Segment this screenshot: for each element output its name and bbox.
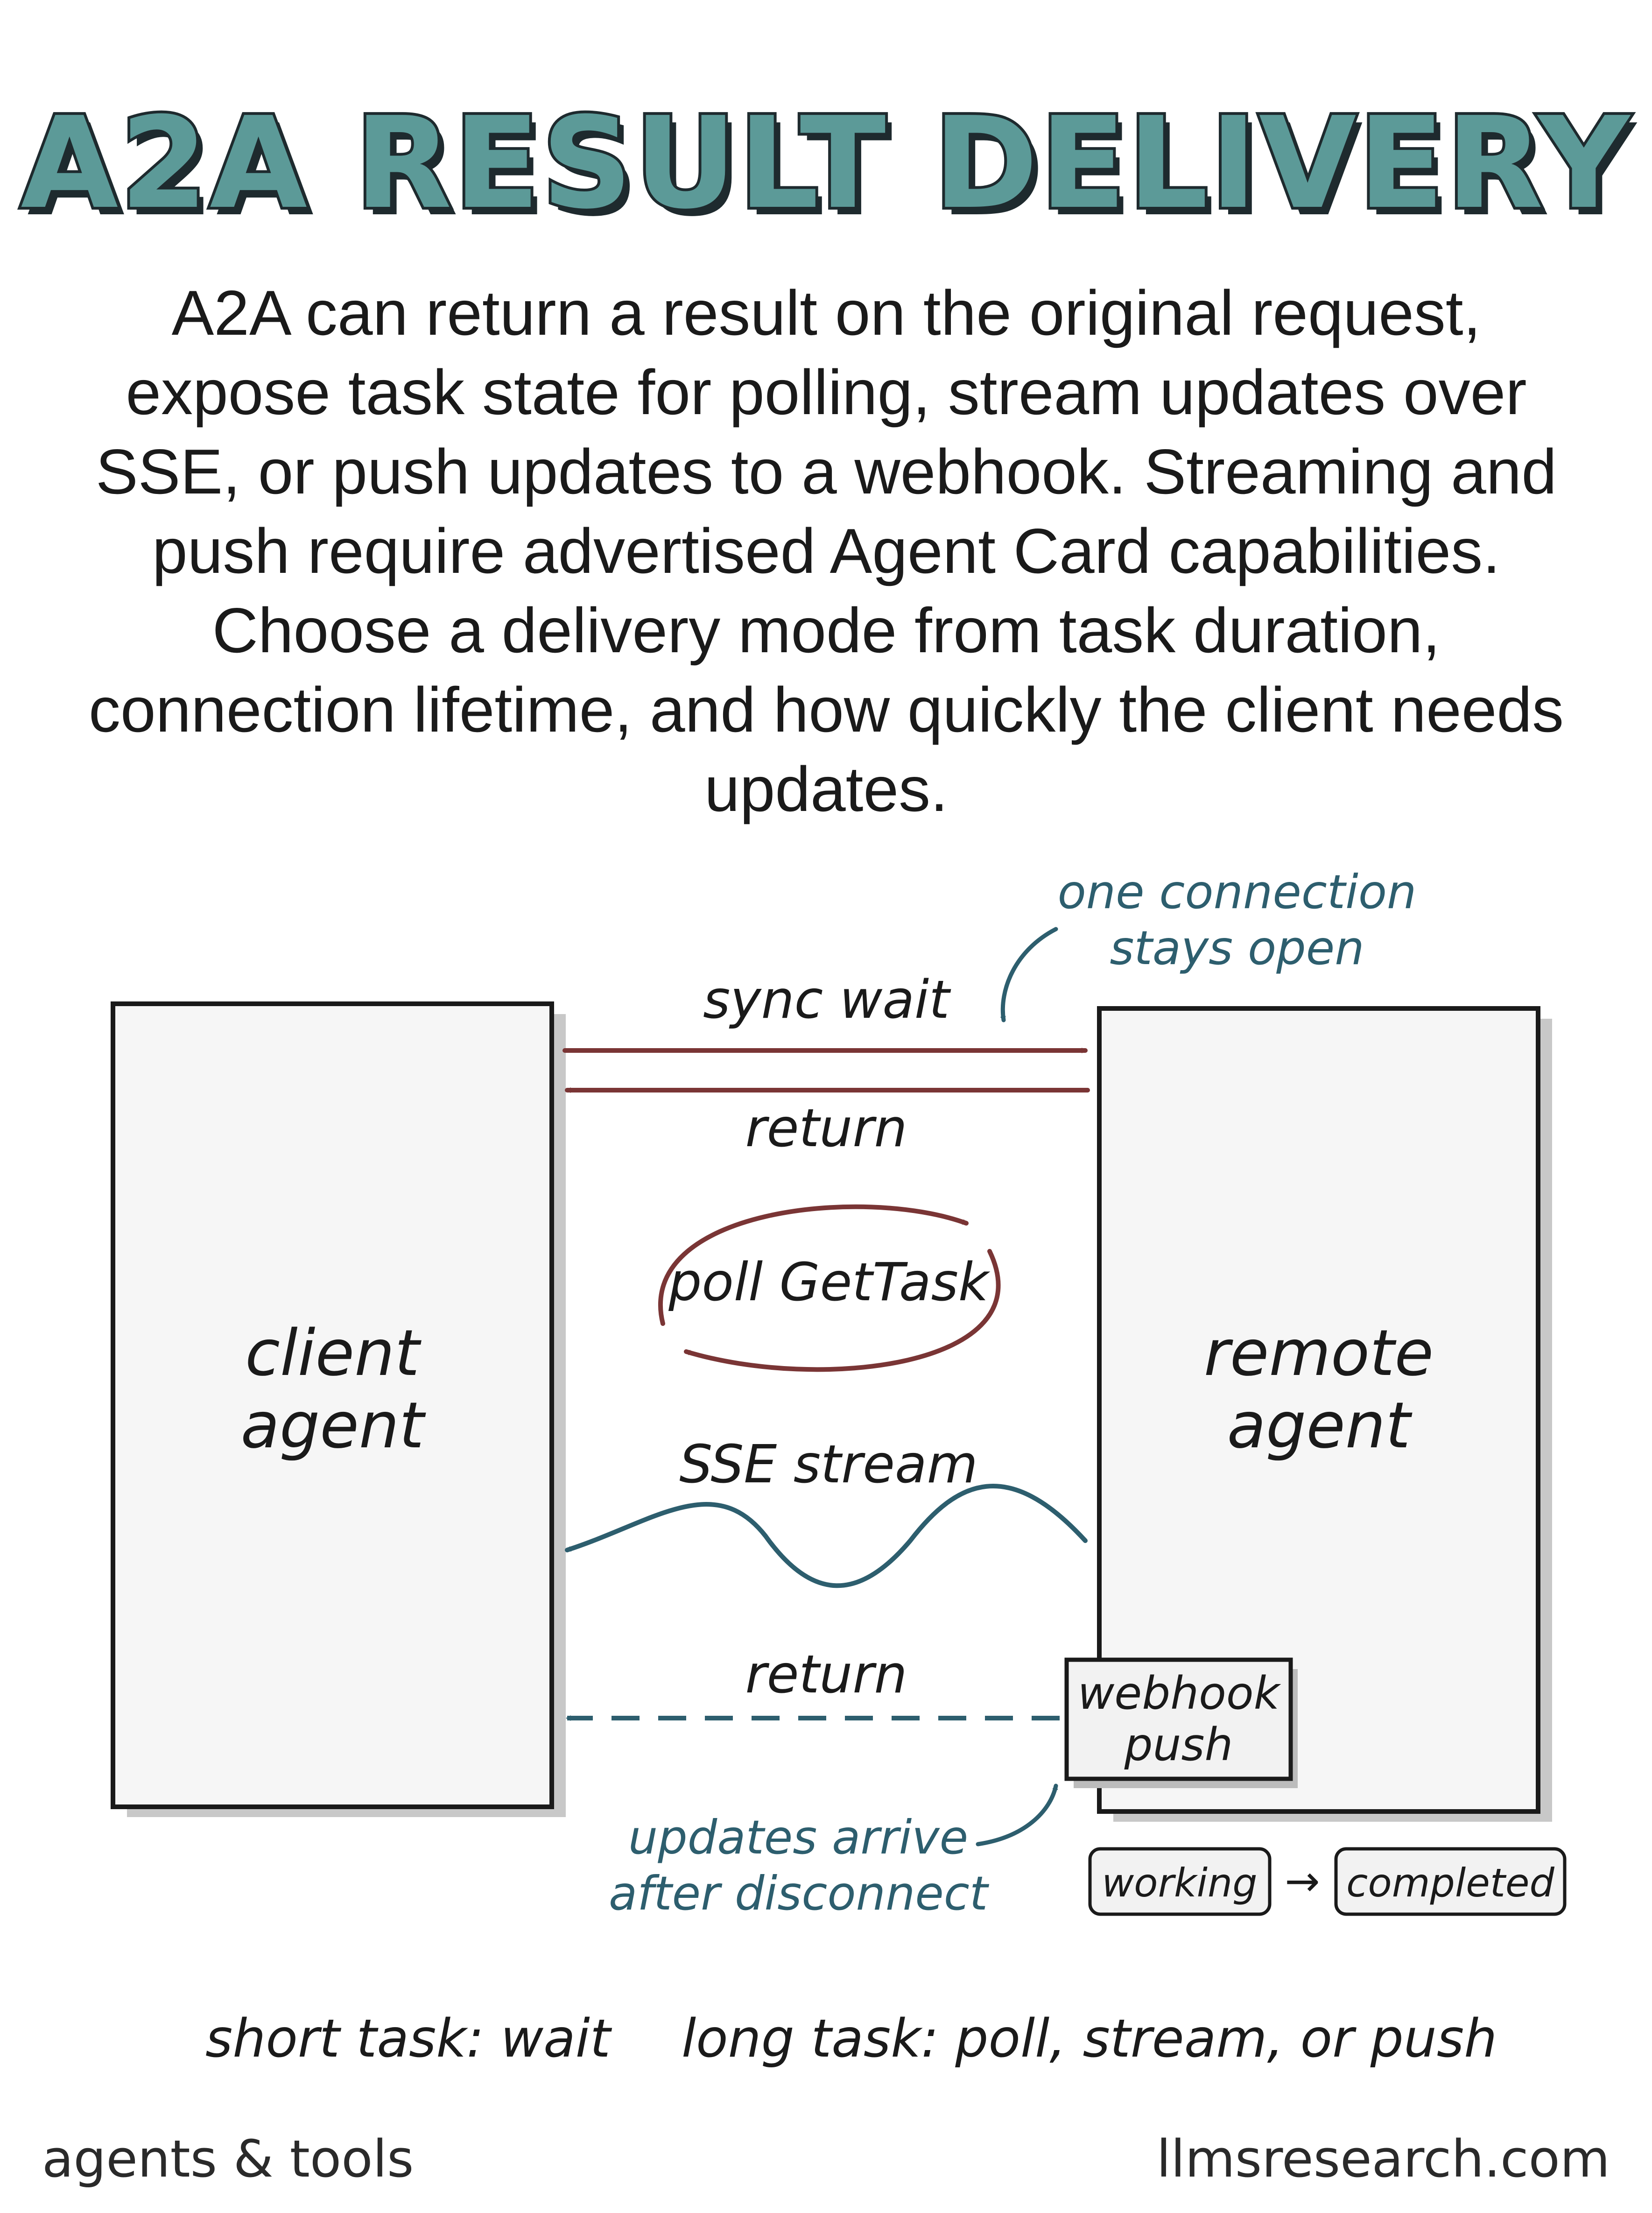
state-transition-arrow: → <box>1285 1857 1320 1906</box>
remote-agent-label-line2: agent <box>1227 1389 1413 1463</box>
task-state-working: working <box>1088 1847 1272 1916</box>
task-state-working-label: working <box>1102 1860 1257 1906</box>
client-agent-label-line2: agent <box>241 1389 427 1463</box>
webhook-push-label-line1: webhook <box>1078 1667 1281 1720</box>
summary-long-task: long task: poll, stream, or push <box>682 2009 1497 2069</box>
webhook-push-label-line2: push <box>1124 1719 1233 1771</box>
summary-short-task: short task: wait <box>205 2009 612 2069</box>
webhook-push-box: webhook push <box>1064 1657 1298 1788</box>
push-return-label: return <box>745 1644 907 1705</box>
remote-agent-label-line1: remote <box>1204 1317 1434 1390</box>
footer-site: llmsresearch.com <box>1156 2129 1610 2189</box>
intro-paragraph: A2A can return a result on the original … <box>88 277 1564 825</box>
client-agent-box: client agent <box>111 1001 566 1817</box>
task-state-completed-label: completed <box>1346 1860 1554 1906</box>
connection-note-line2: stays open <box>1110 921 1364 975</box>
poll-loop-bottom <box>684 1249 1001 1372</box>
sync-wait-label: sync wait <box>703 970 951 1030</box>
disconnect-note-line2: after disconnect <box>609 1866 990 1921</box>
page-title: A2A RESULT DELIVERY <box>18 90 1632 237</box>
footer-category: agents & tools <box>42 2129 414 2189</box>
task-state-completed: completed <box>1334 1847 1567 1916</box>
poll-gettask-label: poll GetTask <box>668 1252 991 1313</box>
disconnect-note-arrow <box>976 1783 1058 1847</box>
connection-note-line1: one connection <box>1058 865 1417 919</box>
sse-stream-arrow <box>565 1484 1088 1588</box>
disconnect-note-line1: updates arrive <box>628 1810 968 1865</box>
sync-return-label: return <box>745 1098 907 1159</box>
sse-stream-label: SSE stream <box>679 1434 978 1495</box>
poll-loop-top <box>658 1204 969 1326</box>
connection-note-arrow <box>1003 927 1058 1022</box>
client-agent-label-line1: client <box>245 1317 422 1390</box>
